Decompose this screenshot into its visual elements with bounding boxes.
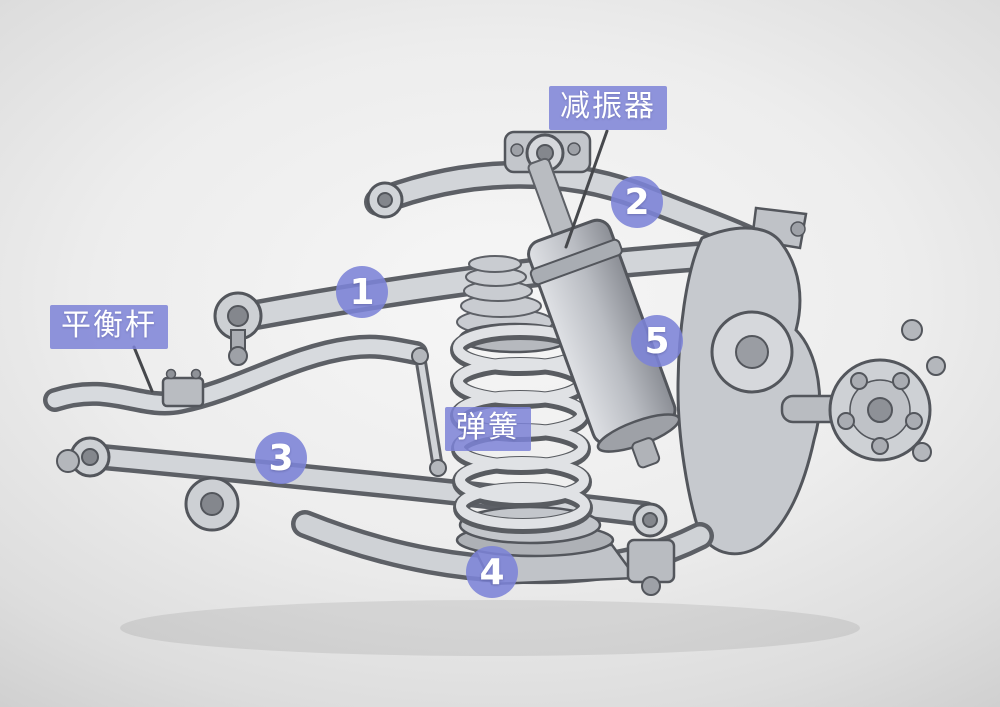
marker-1: 1: [336, 266, 388, 318]
marker-5: 5: [631, 315, 683, 367]
ground-shadow: [120, 600, 860, 656]
leader-lines: [132, 129, 609, 393]
marker-3: 3: [255, 432, 307, 484]
marker-2: 2: [611, 176, 663, 228]
label-stabilizer-bar: 平衡杆: [50, 305, 168, 349]
stabilizer-link-part: [411, 347, 447, 477]
label-shock-absorber: 减振器: [549, 86, 667, 130]
lower-arm-part: [56, 436, 658, 532]
upper-link-part: [213, 241, 720, 366]
knuckle-hub-part: [676, 206, 946, 556]
stabilizer-bar-part: [43, 334, 428, 416]
label-spring: 弹簧: [445, 407, 531, 451]
shock-absorber-part: [527, 157, 681, 469]
marker-4: 4: [466, 546, 518, 598]
